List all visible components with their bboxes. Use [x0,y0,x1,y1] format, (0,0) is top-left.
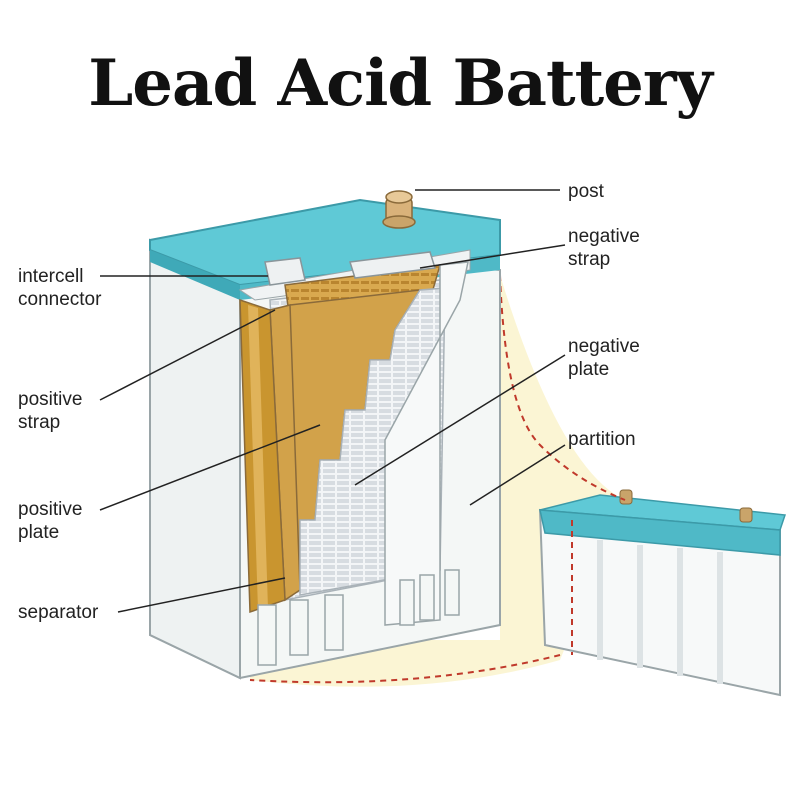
label-separator: separator [18,602,99,623]
label-positive-strap: positive strap [18,389,83,433]
negative-strap-shape [349,251,436,279]
label-partition: partition [568,429,636,450]
small-post-right [739,507,753,523]
intercell-connector-shape [264,257,306,286]
leader-negative-plate [354,354,566,486]
post-shape [382,190,416,229]
dashed-link-line [249,274,626,684]
diagram-title: Lead Acid Battery [88,46,713,121]
leader-positive-strap [99,309,276,401]
label-negative-strap: negative strap [568,226,640,270]
leader-lines [99,189,566,613]
leader-negative-strap [419,244,566,269]
small-post-left [619,489,633,505]
partition-wall [384,261,469,626]
glow-region [250,275,625,687]
leader-positive-plate [99,424,321,511]
label-positive-plate: positive plate [18,499,83,543]
label-post: post [568,181,604,202]
small-battery [538,489,787,697]
leader-separator [117,577,286,613]
label-negative-plate: negative plate [568,336,640,380]
label-intercell-connector: intercell connector [18,266,102,310]
leader-partition [469,444,566,506]
